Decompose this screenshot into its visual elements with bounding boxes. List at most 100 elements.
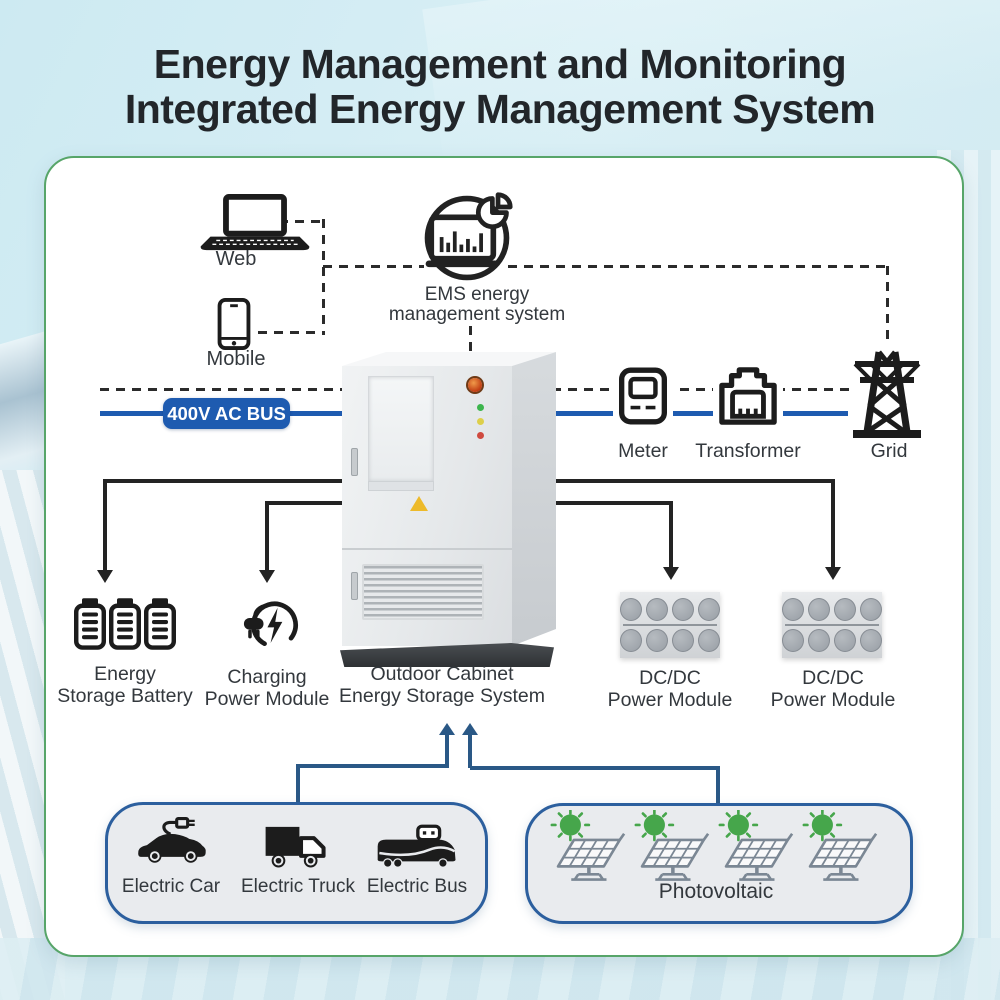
dashed-bus-right bbox=[552, 388, 850, 391]
fan-icon bbox=[860, 598, 882, 621]
electric-truck-label: Electric Truck bbox=[240, 876, 356, 897]
electric-truck-icon bbox=[265, 826, 326, 868]
cabinet-side-face bbox=[512, 352, 556, 646]
grid-tower-icon bbox=[853, 350, 921, 438]
fan-icon bbox=[834, 629, 856, 652]
battery-icon bbox=[74, 598, 106, 650]
connector-battery-h bbox=[103, 479, 342, 483]
web-label: Web bbox=[215, 248, 257, 270]
connector-dcdc-right-v bbox=[831, 479, 835, 569]
cabinet-door-panel bbox=[368, 376, 434, 482]
connector-dcdc-left-v bbox=[669, 501, 673, 569]
arrow-from-ev bbox=[439, 723, 455, 735]
battery-label-line2: Storage Battery bbox=[57, 685, 193, 707]
fan-icon bbox=[646, 629, 668, 652]
indicator-light-red bbox=[477, 432, 484, 439]
ems-label-line1: EMS energy bbox=[424, 284, 530, 305]
fan-icon bbox=[698, 598, 720, 621]
connector-battery-v bbox=[103, 479, 107, 572]
solar-panel-icon bbox=[550, 810, 626, 881]
electric-bus-icon bbox=[377, 824, 456, 868]
cabinet-handle-upper bbox=[351, 448, 358, 476]
ev-connector-riser bbox=[296, 764, 300, 804]
connector-charging-v bbox=[265, 501, 269, 572]
arrow-to-charging bbox=[259, 570, 275, 583]
charging-label-line2: Power Module bbox=[204, 688, 330, 710]
arrow-to-battery bbox=[97, 570, 113, 583]
dcdc-fan-row bbox=[620, 598, 720, 621]
fan-icon bbox=[672, 598, 694, 621]
meter-chip bbox=[613, 361, 673, 431]
cabinet-top-face bbox=[342, 352, 556, 366]
electric-car-label: Electric Car bbox=[121, 876, 221, 897]
arrow-to-dcdc-left bbox=[663, 567, 679, 580]
dcdc-left-label-line2: Power Module bbox=[607, 689, 733, 711]
meter-icon bbox=[619, 367, 667, 425]
emergency-stop-button bbox=[468, 378, 482, 392]
dcdc-module-image bbox=[620, 592, 720, 658]
pv-connector-h bbox=[470, 766, 720, 770]
dcdc-fan-row bbox=[620, 629, 720, 652]
electric-car-icon bbox=[138, 816, 206, 863]
indicator-light-yellow bbox=[477, 418, 484, 425]
connector-dcdc-left-h bbox=[540, 501, 672, 505]
pv-connector-riser bbox=[716, 766, 720, 806]
battery-icon-group bbox=[74, 596, 176, 652]
fan-icon bbox=[860, 629, 882, 652]
dcdc-fan-row bbox=[782, 598, 882, 621]
transformer-label: Transformer bbox=[695, 440, 801, 462]
cabinet-door-sill bbox=[368, 481, 434, 491]
fan-icon bbox=[808, 629, 830, 652]
charging-label-line1: Charging bbox=[227, 666, 307, 688]
fan-icon bbox=[620, 598, 642, 621]
ev-connector-arrow-shaft bbox=[445, 734, 449, 766]
electric-bus-label: Electric Bus bbox=[366, 876, 468, 897]
page-title: Energy Management and Monitoring Integra… bbox=[0, 42, 1000, 132]
title-line2: Integrated Energy Management System bbox=[124, 86, 876, 132]
dashed-link-web bbox=[263, 220, 323, 223]
arrow-to-dcdc-right bbox=[825, 567, 841, 580]
dcdc-module-image bbox=[782, 592, 882, 658]
cabinet-divider bbox=[342, 548, 512, 550]
dashed-link-mobile bbox=[258, 331, 323, 334]
fan-icon bbox=[782, 598, 804, 621]
battery-icon bbox=[109, 598, 141, 650]
cabinet-label-line2: Energy Storage System bbox=[339, 685, 545, 707]
warning-triangle-icon bbox=[410, 496, 428, 511]
dcdc-fan-row bbox=[782, 629, 882, 652]
fan-icon bbox=[620, 629, 642, 652]
title-line1: Energy Management and Monitoring bbox=[153, 41, 847, 87]
fan-icon bbox=[698, 629, 720, 652]
dcdc-right-label-line1: DC/DC bbox=[802, 667, 864, 689]
dashed-link-to-ems bbox=[323, 265, 424, 268]
dcdc-divider bbox=[785, 624, 879, 626]
photovoltaic-label: Photovoltaic bbox=[658, 880, 774, 903]
dcdc-left-label-line1: DC/DC bbox=[639, 667, 701, 689]
ems-label-line2: management system bbox=[388, 304, 566, 325]
ev-connector-h bbox=[296, 764, 449, 768]
dashed-bus-left bbox=[100, 388, 342, 391]
fan-icon bbox=[646, 598, 668, 621]
battery-label-line1: Energy bbox=[94, 663, 156, 685]
indicator-light-green bbox=[477, 404, 484, 411]
solar-panel-icon bbox=[634, 810, 710, 881]
fan-icon bbox=[834, 598, 856, 621]
connector-charging-h bbox=[265, 501, 342, 505]
grid-label: Grid bbox=[870, 440, 908, 462]
meter-label: Meter bbox=[618, 440, 668, 462]
solar-panel-icon bbox=[718, 810, 794, 881]
cabinet-handle-lower bbox=[351, 572, 358, 600]
ac-bus-badge: 400V AC BUS bbox=[163, 398, 290, 429]
transformer-chip bbox=[713, 361, 783, 431]
cabinet-vent-grille bbox=[362, 564, 484, 620]
dashed-link-ems-cabinet bbox=[469, 326, 472, 358]
dcdc-right-label-line2: Power Module bbox=[770, 689, 896, 711]
pv-connector-arrow-shaft bbox=[468, 734, 472, 768]
connector-dcdc-right-h bbox=[540, 479, 834, 483]
laptop-icon bbox=[200, 194, 310, 251]
solar-panel-icon bbox=[802, 810, 878, 881]
smartphone-icon bbox=[217, 298, 251, 350]
transformer-icon bbox=[719, 367, 777, 425]
charging-plug-icon bbox=[243, 601, 298, 649]
